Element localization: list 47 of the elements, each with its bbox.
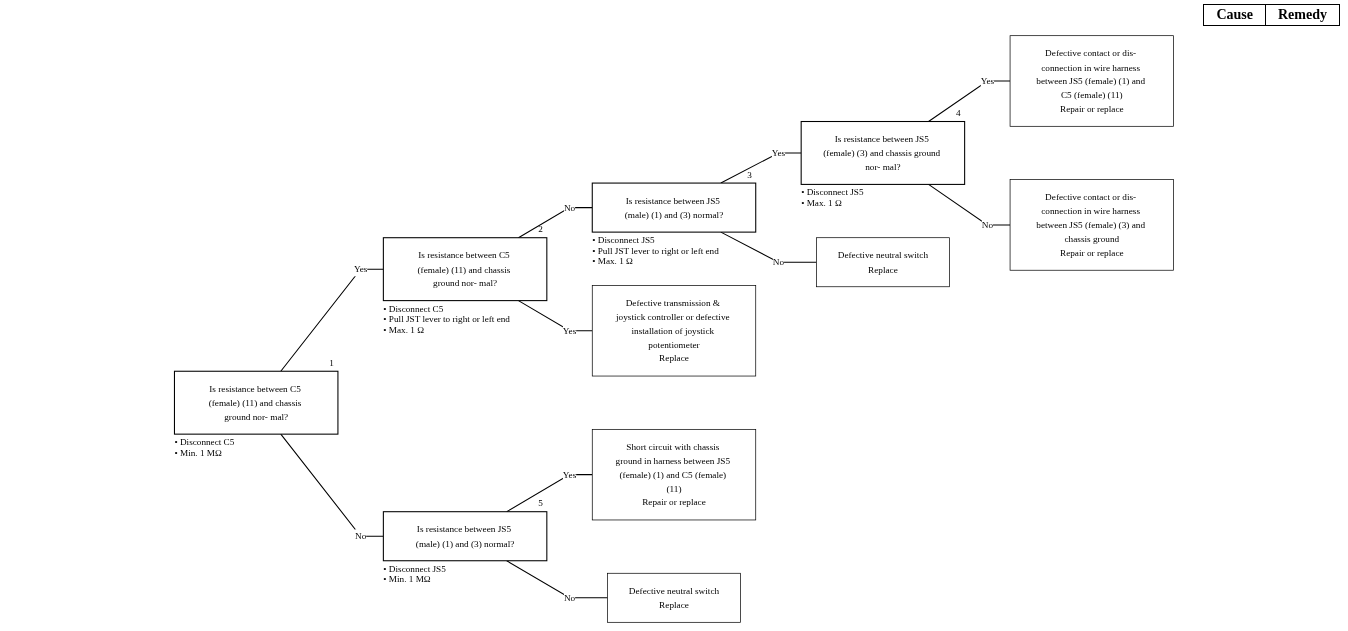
edge-label: No [563,592,576,603]
note-text: • Pull JST lever to right or left end [383,314,510,325]
step-number: 2 [537,224,543,235]
table-header: Cause [1215,6,1254,24]
node-box: Is resistance between C5 (female) (11) and chassis ground nor- mal? [173,370,339,435]
node-box: Defective neutral switch Replace [607,572,741,623]
edge-label: Yes [562,469,577,480]
edge-label: No [355,530,367,542]
node-box: Defective contact or dis- connection in wire harness between JS5 (female) (3) and chassis ground Repair or replace [1009,179,1174,271]
note-text: • Disconnect JS5 [592,235,655,246]
node-box: Defective transmission & joystick controller or defective installation of joystick potentiometer Replace [591,285,757,377]
table-header: Remedy [1265,5,1339,25]
edge-label: No [981,219,993,231]
edge-label: Yes [562,325,577,336]
step-number: 4 [955,108,961,119]
connector [517,207,593,239]
edge-label: No [563,202,576,213]
note-text: • Max. 1 Ω [383,324,425,336]
connector [928,183,1011,226]
note-text: • Min. 1 MΩ [383,574,431,585]
step-number: 3 [746,169,752,180]
node-box: Defective contact or dis- connection in wire harness between JS5 (female) (1) and C5 (female) (11) Repair or replace [1009,35,1174,127]
node-box: Is resistance between JS5 (female) (3) and chassis ground nor- mal? [800,120,966,185]
node-box: Is resistance between JS5 (male) (1) and (3) normal? [591,182,757,233]
connector [720,231,817,263]
connector [280,268,384,372]
node-box: Defective neutral switch Replace [816,237,950,288]
note-text: • Disconnect C5 [383,303,444,315]
connector [517,300,593,332]
step-number: 5 [537,498,543,509]
node-box: Is resistance between JS5 (male) (1) and (3) normal? [382,511,548,562]
connector [280,433,384,537]
note-text: • Max. 1 Ω [801,198,842,209]
note-text: • Min. 1 MΩ [174,447,222,459]
edge-label: Yes [980,75,995,87]
node-box: Is resistance between C5 (female) (11) and chassis ground nor- mal? [382,237,548,302]
connector [506,560,609,599]
step-number: 1 [328,357,334,368]
note-text: • Disconnect JS5 [383,563,446,575]
edge-label: No [772,256,785,268]
edge-label: Yes [353,263,368,275]
note-text: • Max. 1 Ω [592,256,633,267]
node-box: Short circuit with chassis ground in harness between JS5 (female) (1) and C5 (female) (11) Repair or replace [591,429,757,521]
note-text: • Disconnect C5 [174,437,235,448]
note-text: • Disconnect JS5 [801,187,864,198]
edge-label: Yes [771,147,786,159]
note-text: • Pull JST lever to right or left end [592,245,719,257]
